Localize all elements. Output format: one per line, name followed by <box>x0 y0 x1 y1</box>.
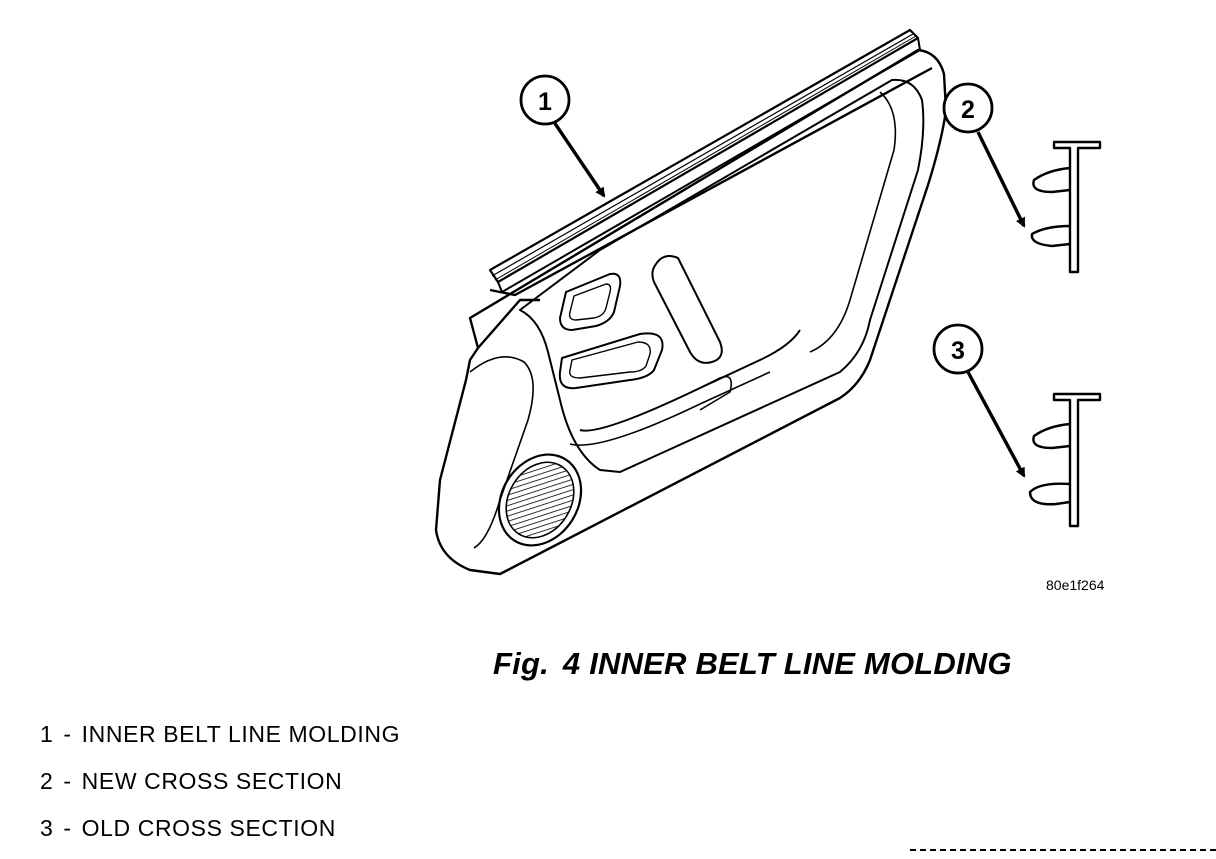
door-pull-cup <box>558 332 664 390</box>
footer-rule <box>910 849 1216 851</box>
speaker-grille <box>505 461 575 539</box>
legend-item: 2-NEW CROSS SECTION <box>40 765 400 812</box>
belt-line-molding-strip <box>488 28 921 293</box>
legend-item: 3-OLD CROSS SECTION <box>40 812 400 859</box>
callout-3-number: 3 <box>951 337 965 365</box>
callout-3: 3 <box>932 323 1026 478</box>
legend-description: NEW CROSS SECTION <box>81 768 343 794</box>
legend-number: 1 <box>40 721 54 747</box>
legend-description: INNER BELT LINE MOLDING <box>81 721 401 747</box>
legend-separator: - <box>63 815 72 841</box>
old-cross-section-profile <box>1028 392 1102 528</box>
legend-separator: - <box>63 768 72 794</box>
legend-item: 1-INNER BELT LINE MOLDING <box>40 718 400 765</box>
callout-legend: 1-INNER BELT LINE MOLDING 2-NEW CROSS SE… <box>40 718 400 859</box>
legend-separator: - <box>63 721 72 747</box>
door-handle-bezel <box>559 272 622 331</box>
door-trim-panel <box>434 48 948 576</box>
grab-handle <box>651 255 723 364</box>
figure-number: 4 <box>562 646 581 681</box>
figure-title: INNER BELT LINE MOLDING <box>589 646 1012 681</box>
callout-1-number: 1 <box>538 88 552 116</box>
drawing-id: 80e1f264 <box>1046 577 1105 593</box>
callout-2-number: 2 <box>961 96 975 124</box>
legend-number: 3 <box>40 815 54 841</box>
legend-number: 2 <box>40 768 54 794</box>
figure-label: Fig. <box>493 646 549 681</box>
figure-caption: Fig. 4 INNER BELT LINE MOLDING <box>493 646 1012 682</box>
callout-2: 2 <box>942 82 1026 228</box>
callout-1: 1 <box>519 74 606 198</box>
legend-description: OLD CROSS SECTION <box>81 815 336 841</box>
panel-inner-bezel <box>519 78 925 473</box>
new-cross-section-profile <box>1030 140 1102 274</box>
armrest <box>579 329 801 432</box>
panel-upper-rim <box>489 66 933 297</box>
